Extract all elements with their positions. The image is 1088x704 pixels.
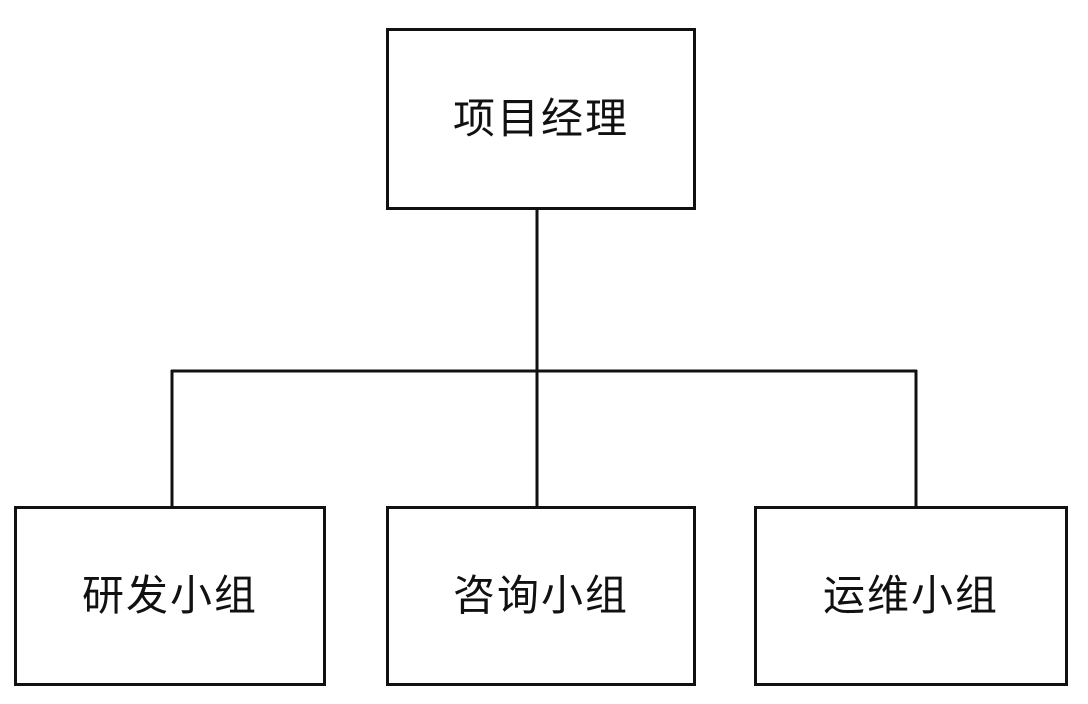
node-label: 运维小组	[822, 571, 999, 620]
ops-team-node: 运维小组	[754, 506, 1068, 686]
rd-team-node: 研发小组	[14, 506, 326, 686]
node-label: 项目经理	[452, 94, 629, 143]
project-manager-node: 项目经理	[386, 28, 696, 210]
node-label: 研发小组	[81, 571, 258, 620]
node-label: 咨询小组	[452, 571, 629, 620]
consulting-team-node: 咨询小组	[386, 506, 696, 686]
